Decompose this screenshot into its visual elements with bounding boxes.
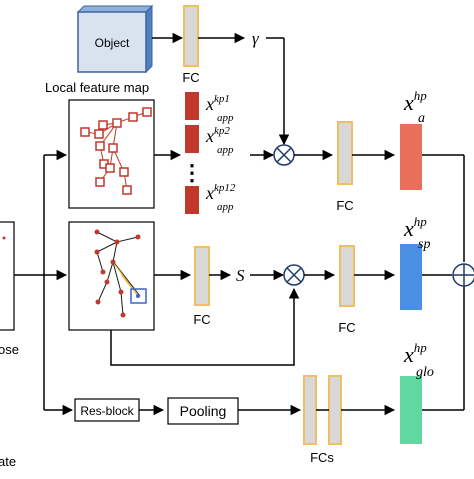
- fc-label-appearance: FC: [336, 198, 353, 213]
- kp2-label: xkp2: [205, 125, 230, 146]
- output-xa-sub: a: [418, 111, 425, 126]
- multiply-node-1: [273, 144, 295, 166]
- output-xa-block: [400, 124, 422, 190]
- pooling-label: Pooling: [180, 403, 227, 419]
- fc-block-spatial: [339, 245, 355, 307]
- kp1-sub: app: [217, 112, 234, 124]
- output-xsp-block: [400, 244, 422, 310]
- gamma-symbol: γ: [252, 29, 260, 48]
- kp-ellipsis: ⋮: [181, 160, 203, 185]
- fc-label-pose: FC: [193, 312, 210, 327]
- kp2-sub: app: [217, 144, 234, 156]
- fc-label-spatial: FC: [338, 320, 355, 335]
- output-xglo-sub: glo: [416, 365, 434, 380]
- fc-block-appearance: [337, 121, 353, 185]
- output-xglo-label: xhp: [403, 340, 427, 367]
- keypoint-feature-panel: [68, 99, 155, 209]
- output-xsp-label: xhp: [403, 214, 427, 241]
- object-label: Object: [95, 36, 130, 50]
- s-symbol: S: [236, 266, 245, 285]
- kp-feature-blocks: [185, 92, 199, 214]
- kp12-label: xkp12: [205, 182, 236, 203]
- res-block-box: Res-block: [74, 398, 140, 422]
- input-pose-label: ose: [0, 342, 19, 357]
- res-block-label: Res-block: [80, 404, 134, 418]
- input-pose-panel: [0, 221, 15, 331]
- sum-node: [452, 263, 474, 287]
- output-xa-label: xhp: [403, 88, 427, 115]
- local-feature-map-label: Local feature map: [45, 80, 149, 95]
- multiply-node-2: [283, 264, 305, 286]
- output-xsp-sub: sp: [418, 237, 430, 252]
- input-bottom-label: ate: [0, 454, 16, 469]
- kp12-sub: app: [217, 201, 234, 213]
- arrow-pose-multiply2: [110, 287, 300, 366]
- fc-block-object: [183, 5, 199, 67]
- pooling-box: Pooling: [167, 397, 239, 425]
- fcs-label: FCs: [310, 450, 334, 465]
- kp1-label: xkp1: [205, 93, 230, 114]
- fc-label-object: FC: [182, 70, 199, 85]
- fcs-blocks: [303, 375, 342, 445]
- kp12-block: [185, 186, 199, 214]
- fc-block-pose: [194, 246, 210, 306]
- kp1-block: [185, 92, 199, 120]
- output-xglo-block: [400, 376, 422, 444]
- object-cube: Object: [76, 4, 154, 74]
- kp2-block: [185, 125, 199, 153]
- pose-skeleton-panel: [68, 221, 155, 331]
